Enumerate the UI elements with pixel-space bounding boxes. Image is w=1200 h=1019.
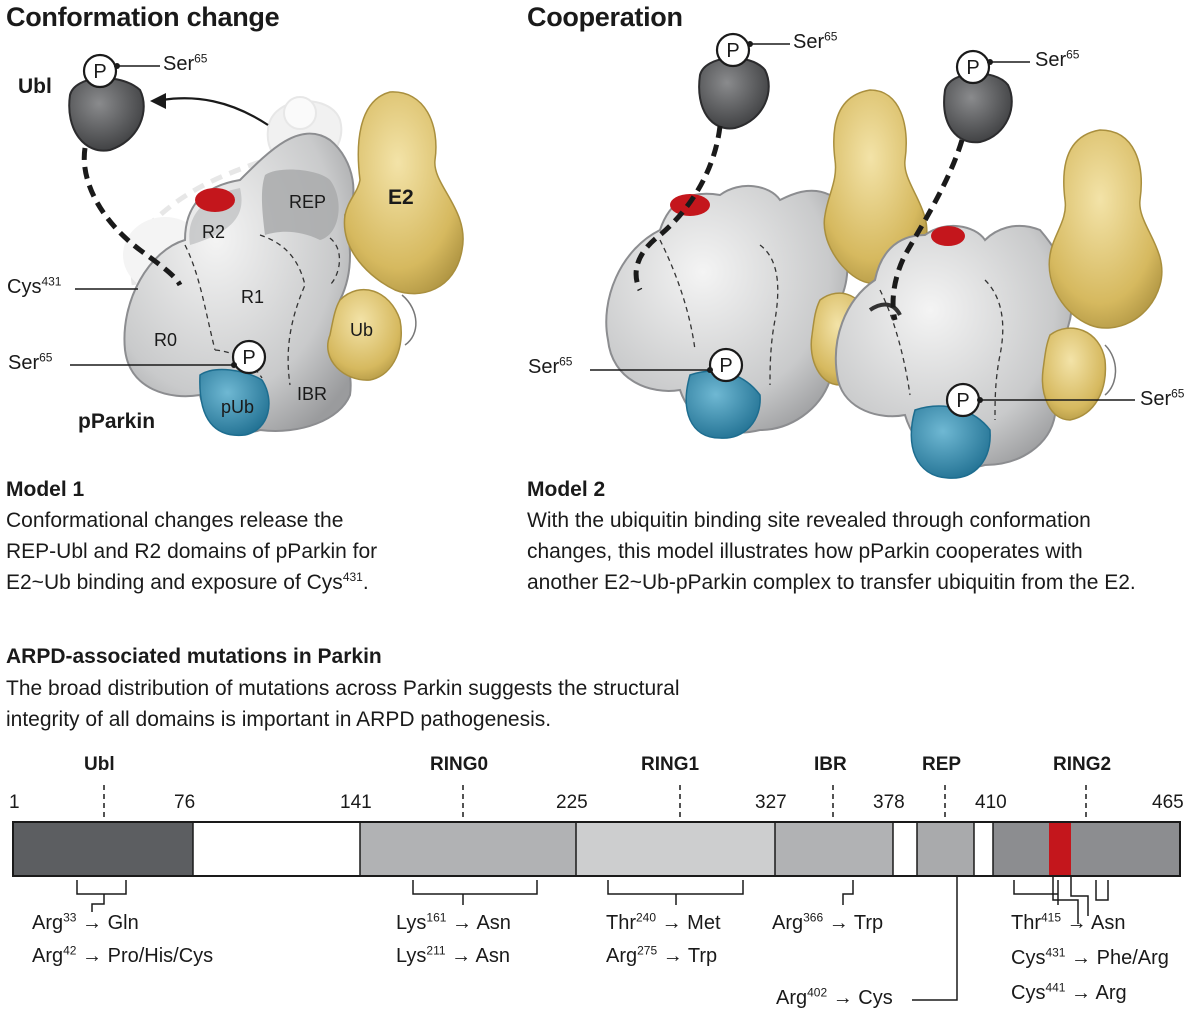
- position-label: 225: [556, 792, 588, 813]
- ubl-domain-1: [68, 77, 269, 287]
- domain-label-ibr: IBR: [814, 754, 847, 775]
- domain-bar-gap2: [974, 822, 993, 876]
- ubl-domain-2b: [890, 49, 1030, 321]
- pub-label: pUb: [221, 397, 255, 417]
- ser65-label-2a: Ser65: [793, 29, 838, 53]
- mutation-label: Thr415 → Asn: [1011, 910, 1126, 934]
- panel1-title: Conformation change: [6, 2, 280, 32]
- domain-bar-gap1: [893, 822, 917, 876]
- e2-label: E2: [388, 186, 414, 209]
- p-text: P: [966, 57, 979, 79]
- ub-label: Ub: [350, 320, 374, 340]
- phospho-circle-pub-1: [70, 339, 267, 375]
- r0-label: R0: [154, 330, 178, 350]
- p-text: P: [956, 390, 969, 412]
- panel2-title: Cooperation: [527, 2, 683, 32]
- p-text: P: [93, 61, 106, 83]
- position-label: 327: [755, 792, 787, 813]
- mutations-title: ARPD-associated mutations in Parkin: [6, 645, 382, 668]
- position-label: 141: [340, 792, 372, 813]
- cys431-marker: [1049, 822, 1071, 876]
- position-label: 465: [1152, 792, 1184, 813]
- domain-bar-ibr: [775, 822, 893, 876]
- r1-label: R1: [241, 287, 265, 307]
- ser65-label-2c: Ser65: [528, 354, 573, 378]
- ibr-label: IBR: [297, 384, 328, 404]
- mutation-label: Arg42 → Pro/His/Cys: [32, 943, 214, 967]
- model2-title: Model 2: [527, 478, 606, 501]
- phospho-circle-ubl-1: [82, 53, 160, 89]
- domain-label-ring1: RING1: [641, 754, 700, 775]
- domain-label-ring0: RING0: [430, 754, 489, 775]
- ubl-domain-2a: [633, 32, 790, 292]
- domain-label-ring2: RING2: [1053, 754, 1112, 775]
- r2-label: R2: [202, 222, 226, 242]
- domain-label-ubl: Ubl: [84, 754, 115, 775]
- mutation-label: Arg33 → Gln: [32, 910, 139, 934]
- model1-text: Conformational changes release the REP-U…: [6, 509, 378, 594]
- mutation-label: Cys441 → Arg: [1011, 980, 1127, 1004]
- domain-bar-ring2: [993, 822, 1180, 876]
- p-text: P: [726, 40, 739, 62]
- ser65-label-pub: Ser65: [8, 350, 53, 374]
- rep-label: REP: [289, 192, 327, 212]
- p-text: P: [242, 347, 255, 369]
- domain-bar-ring0: [360, 822, 576, 876]
- mutation-label: Arg366 → Trp: [772, 910, 884, 934]
- domain-label-rep: REP: [922, 754, 962, 775]
- mutation-label: Lys211 → Asn: [396, 943, 511, 967]
- p-text: P: [719, 355, 732, 377]
- mutation-label: Cys431 → Phe/Arg: [1011, 945, 1169, 969]
- domain-bar-ring1: [576, 822, 775, 876]
- position-label: 1: [9, 792, 20, 813]
- phospho-circle-2b: [945, 382, 1135, 418]
- ser65-label-ubl: Ser65: [163, 51, 208, 75]
- ser65-label-2b: Ser65: [1035, 47, 1080, 71]
- position-label: 410: [975, 792, 1007, 813]
- mutation-label: Arg275 → Trp: [606, 943, 718, 967]
- pparkin-structure-1: [123, 91, 464, 437]
- position-label: 76: [174, 792, 196, 813]
- ubl-label: Ubl: [18, 75, 52, 98]
- mutation-label: Lys161 → Asn: [396, 910, 511, 934]
- mutation-label: Thr240 → Met: [606, 910, 721, 934]
- ser65-label-2d: Ser65: [1140, 386, 1185, 410]
- cys431-label: Cys431: [7, 274, 62, 298]
- pparkin-label: pParkin: [78, 410, 156, 433]
- model2-text: With the ubiquitin binding site revealed…: [527, 509, 1136, 594]
- domain-bar-outline: [12, 821, 1181, 877]
- position-label: 378: [873, 792, 905, 813]
- domain-bar-ubl: [13, 822, 193, 876]
- domain-bar-rep: [917, 822, 974, 876]
- domain-bar-linker: [193, 822, 360, 876]
- mutation-label: Arg402 → Cys: [776, 985, 893, 1009]
- mutations-desc: The broad distribution of mutations acro…: [6, 677, 680, 731]
- model1-title: Model 1: [6, 478, 85, 501]
- phospho-circle-2a: [590, 347, 744, 383]
